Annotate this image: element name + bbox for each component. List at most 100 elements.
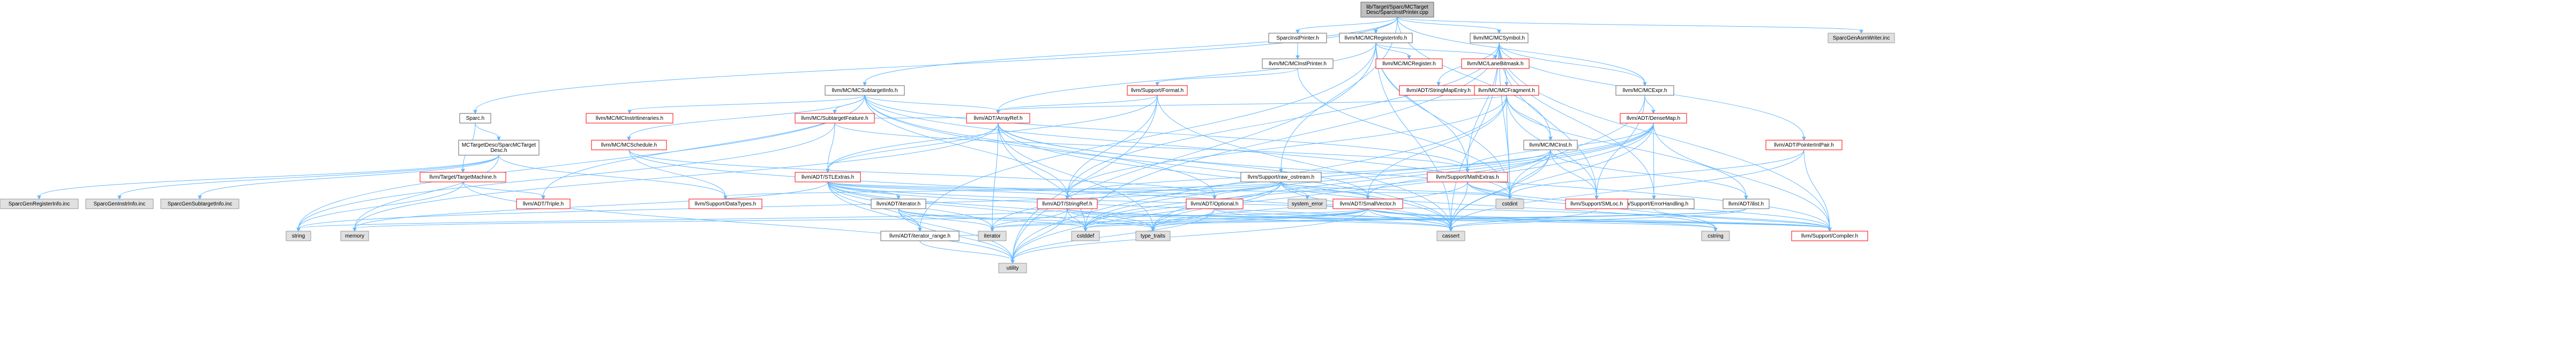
node-densemap[interactable]: llvm/ADT/DenseMap.h <box>1620 113 1687 124</box>
node-suppformat[interactable]: llvm/Support/Format.h <box>1127 85 1188 96</box>
node-stlextras[interactable]: llvm/ADT/STLExtras.h <box>795 172 861 182</box>
node-label: llvm/Support/raw_ostream.h <box>1248 174 1315 180</box>
node-datatypes[interactable]: llvm/Support/DataTypes.h <box>688 199 762 209</box>
node-iterrange[interactable]: llvm/ADT/iterator_range.h <box>880 231 960 241</box>
node-box <box>459 113 491 124</box>
node-label: SparcGenAsmWriter.inc <box>1833 35 1890 41</box>
node-label: llvm/ADT/STLExtras.h <box>802 174 854 180</box>
node-mcfragment[interactable]: llvm/MC/MCFragment.h <box>1474 85 1539 96</box>
node-box <box>1828 33 1895 43</box>
edge-mctargetdesc-to-sparcreg <box>37 155 499 200</box>
node-label: llvm/Support/ErrorHandling.h <box>1620 201 1688 207</box>
node-syserror[interactable]: system_error <box>1287 199 1327 209</box>
node-label: llvm/MC/MCExpr.h <box>1623 88 1667 94</box>
edge-arrayref-to-typetraits <box>998 123 1155 232</box>
node-mcsym[interactable]: llvm/MC/MCSymbol.h <box>1470 33 1529 43</box>
node-label: llvm/MC/MCFragment.h <box>1478 88 1535 94</box>
node-box <box>966 113 1030 124</box>
node-cassert[interactable]: cassert <box>1436 231 1465 241</box>
node-compiler[interactable]: llvm/Support/Compiler.h <box>1791 231 1868 241</box>
node-mcexpr[interactable]: llvm/MC/MCExpr.h <box>1615 85 1674 96</box>
edge-stlextras-to-iterator_h <box>827 181 901 200</box>
node-mcsubfeat[interactable]: llvm/MC/SubtargetFeature.h <box>795 113 875 124</box>
node-strmapentry[interactable]: llvm/ADT/StringMapEntry.h <box>1399 85 1478 96</box>
node-label: llvm/ADT/iterator.h <box>877 201 920 207</box>
node-sparcasm[interactable]: SparcGenAsmWriter.inc <box>1828 33 1895 43</box>
node-sparc_h[interactable]: Sparc.h <box>459 113 491 124</box>
node-box <box>1375 58 1443 69</box>
edge-smallvector-to-iterator <box>990 208 1368 232</box>
node-targetmachine[interactable]: llvm/Target/TargetMachine.h <box>420 172 506 182</box>
edge-mcschedule-to-datatypes <box>628 149 728 200</box>
node-mcregister[interactable]: llvm/MC/MCRegister.h <box>1375 58 1443 69</box>
node-label: SparcGenSubtargetInfo.inc <box>168 201 233 207</box>
node-label: llvm/ADT/SmallVector.h <box>1340 201 1396 207</box>
node-label: llvm/ADT/ilist.h <box>1728 201 1764 207</box>
edge-mcsym-to-mcexpr <box>1499 42 1647 87</box>
edge-sparc_h-to-mctargetdesc <box>475 123 501 141</box>
node-iterator[interactable]: iterator <box>978 231 1007 241</box>
node-box <box>1701 231 1730 241</box>
node-rawostream[interactable]: llvm/Support/raw_ostream.h <box>1240 172 1322 182</box>
node-triple[interactable]: llvm/ADT/Triple.h <box>516 199 571 209</box>
node-mcschedule[interactable]: llvm/MC/MCSchedule.h <box>591 140 667 150</box>
edge-root-to-sip_h <box>1296 17 1398 34</box>
node-smloc[interactable]: llvm/Support/SMLoc.h <box>1565 199 1628 209</box>
edge-mcinst-to-smloc <box>1550 149 1599 200</box>
edge-mctargetdesc-to-datatypes <box>498 155 728 200</box>
node-label: type_traits <box>1141 233 1165 239</box>
node-label: Desc.h <box>490 148 507 154</box>
node-mclanebit[interactable]: llvm/MC/LaneBitmask.h <box>1461 58 1530 69</box>
node-label: llvm/MC/SubtargetFeature.h <box>801 116 868 121</box>
edge-errhandling-to-compiler <box>1653 208 1832 232</box>
node-label: Desc/SparcInstPrinter.cpp <box>1366 10 1428 16</box>
node-box <box>458 140 540 156</box>
node-ptrintpair[interactable]: llvm/ADT/PointerIntPair.h <box>1765 140 1843 150</box>
node-mcinst[interactable]: llvm/MC/MCInst.h <box>1523 140 1578 150</box>
node-arrayref[interactable]: llvm/ADT/ArrayRef.h <box>966 113 1030 124</box>
node-cstring[interactable]: cstring <box>1701 231 1730 241</box>
node-sparcreg[interactable]: SparcGenRegisterInfo.inc <box>0 199 79 209</box>
node-smallvector[interactable]: llvm/ADT/SmallVector.h <box>1332 199 1403 209</box>
node-utility[interactable]: utility <box>998 263 1027 273</box>
node-label: llvm/ADT/StringMapEntry.h <box>1406 88 1471 94</box>
edge-root-to-mcexpr <box>1397 17 1647 87</box>
node-typetraits[interactable]: type_traits <box>1135 231 1171 241</box>
node-label: llvm/ADT/iterator_range.h <box>889 233 950 239</box>
node-label: llvm/ADT/Triple.h <box>523 201 564 207</box>
node-cstdint[interactable]: cstdint <box>1495 199 1524 209</box>
node-sip_h[interactable]: SparcInstPrinter.h <box>1268 33 1327 43</box>
node-ilist[interactable]: llvm/ADT/ilist.h <box>1723 199 1770 209</box>
node-string[interactable]: string <box>286 231 311 241</box>
edge-iterrange-to-utility <box>919 240 1015 264</box>
node-stringref[interactable]: llvm/ADT/StringRef.h <box>1037 199 1098 209</box>
node-iterator_h[interactable]: llvm/ADT/iterator.h <box>871 199 926 209</box>
edge-suppformat-to-cassert <box>1157 95 1453 232</box>
node-label: llvm/MC/MCInstrItineraries.h <box>596 116 663 121</box>
node-mcinstrit[interactable]: llvm/MC/MCInstrItineraries.h <box>586 113 673 124</box>
edge-mcfragment-to-mcinst <box>1506 95 1553 141</box>
node-box <box>1332 199 1403 209</box>
node-sparcsub[interactable]: SparcGenSubtargetInfo.inc <box>160 199 239 209</box>
node-sparcinstr[interactable]: SparcGenInstrInfo.inc <box>85 199 154 209</box>
node-root[interactable]: lib/Target/Sparc/MCTargetDesc/SparcInstP… <box>1360 2 1434 18</box>
node-box <box>1461 58 1530 69</box>
edge-sip_h-to-mcinstprinter <box>1296 43 1300 60</box>
edge-mcsubinfo-to-cstdint <box>864 95 1512 200</box>
node-mcinstprinter[interactable]: llvm/MC/MCInstPrinter.h <box>1262 58 1334 69</box>
node-label: SparcGenRegisterInfo.inc <box>9 201 70 207</box>
node-optional[interactable]: llvm/ADT/Optional.h <box>1186 199 1244 209</box>
node-cstddef[interactable]: cstddef <box>1071 231 1100 241</box>
node-mathextras[interactable]: llvm/Support/MathExtras.h <box>1427 172 1508 182</box>
node-box <box>1474 85 1539 96</box>
node-mcsubinfo[interactable]: llvm/MC/MCSubtargetInfo.h <box>825 85 905 96</box>
node-label: cassert <box>1442 233 1459 239</box>
node-label: llvm/Support/MathExtras.h <box>1436 174 1499 180</box>
node-label: llvm/Support/Format.h <box>1131 88 1184 94</box>
node-box <box>978 231 1007 241</box>
node-box <box>1240 172 1322 182</box>
node-mcreginfo[interactable]: llvm/MC/MCRegisterInfo.h <box>1339 33 1413 43</box>
node-memory[interactable]: memory <box>340 231 369 241</box>
node-box <box>1620 113 1687 124</box>
